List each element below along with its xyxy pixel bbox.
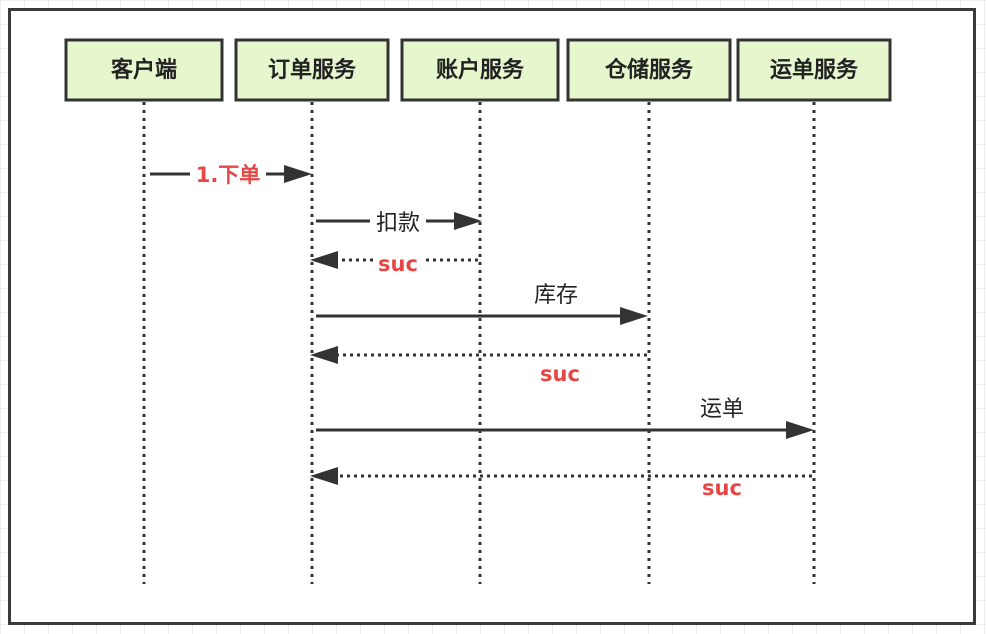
- arrowhead-shipping-return: [310, 467, 338, 485]
- message-deduct: 扣款: [316, 208, 482, 236]
- participant-shipping: 运单服务: [736, 38, 892, 584]
- participant-storage: 仓储服务: [566, 38, 732, 584]
- message-shipping-return: suc: [310, 467, 812, 500]
- message-deduct-return: suc: [310, 251, 478, 278]
- arrowhead-place-order: [284, 165, 312, 183]
- participant-box-storage: [566, 38, 732, 102]
- participant-label-storage: 仓储服务: [604, 57, 694, 83]
- participant-box-order: [234, 38, 390, 102]
- message-label-place-order: 1.下单: [196, 163, 261, 187]
- message-label-bg-place-order: [190, 160, 266, 188]
- message-inventory-return: suc: [310, 346, 647, 386]
- message-label-bg-deduct: [370, 208, 426, 236]
- message-label-bg-deduct-return: [374, 254, 422, 278]
- participant-client: 客户端: [64, 38, 224, 584]
- message-label-shipping: 运单: [700, 397, 744, 422]
- participant-order: 订单服务: [234, 38, 390, 584]
- message-label-deduct: 扣款: [376, 211, 420, 236]
- participant-label-shipping: 运单服务: [770, 58, 859, 83]
- message-label-shipping-return: suc: [702, 476, 742, 500]
- message-label-inventory-return: suc: [540, 362, 580, 386]
- participant-box-client: [64, 38, 224, 102]
- message-label-deduct-return: suc: [378, 252, 418, 276]
- arrowhead-inventory-return: [310, 346, 338, 364]
- message-inventory: 库存: [316, 283, 648, 325]
- participant-box-shipping: [736, 38, 892, 102]
- arrowhead-deduct-return: [310, 251, 338, 269]
- arrowhead-inventory: [620, 307, 648, 325]
- arrowhead-shipping: [786, 421, 814, 439]
- participant-account: 账户服务: [400, 38, 560, 584]
- message-place-order: 1.下单: [150, 160, 312, 188]
- participant-label-order: 订单服务: [268, 58, 357, 83]
- participant-box-account: [400, 38, 560, 102]
- message-shipping: 运单: [316, 397, 814, 439]
- participant-label-account: 账户服务: [436, 57, 525, 83]
- arrowhead-deduct: [454, 212, 482, 230]
- participant-label-client: 客户端: [111, 57, 177, 83]
- message-label-inventory: 库存: [534, 283, 578, 308]
